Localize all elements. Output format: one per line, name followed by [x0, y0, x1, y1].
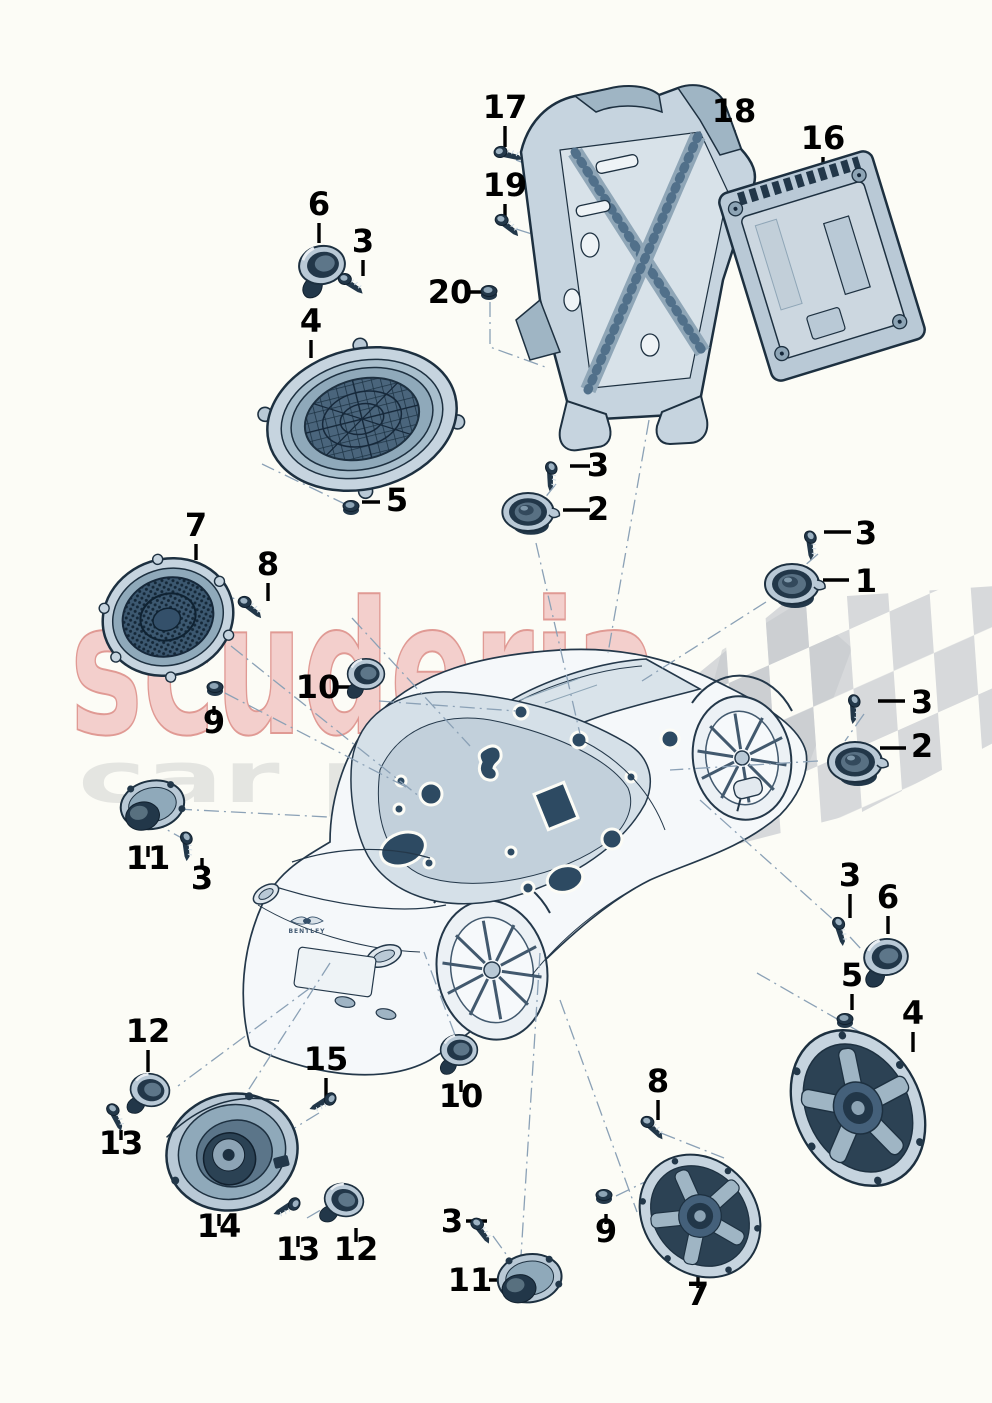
license-plate-area	[293, 946, 377, 998]
badge-text: BENTLEY	[288, 928, 325, 935]
part-17-screw	[492, 141, 523, 167]
part-9-clip	[206, 681, 224, 697]
part-3-screw	[824, 914, 857, 947]
part-callout-10: 10	[439, 1077, 484, 1115]
part-callout-3: 3	[352, 222, 374, 260]
leader-line	[669, 760, 819, 771]
leader-line	[844, 713, 865, 742]
leader-line	[224, 692, 409, 789]
part-6-tweeter-right	[860, 935, 912, 990]
part-callout-2: 2	[911, 727, 933, 765]
leader-line	[492, 1235, 512, 1262]
part-4-door-speaker-right	[763, 1005, 953, 1211]
taillight-left	[252, 883, 280, 905]
leader-line	[756, 972, 873, 1040]
leader-line	[230, 645, 421, 798]
part-callout-15: 15	[304, 1040, 349, 1078]
part-callout-19: 19	[483, 166, 528, 204]
part-callout-3: 3	[441, 1202, 463, 1240]
part-callout-11: 11	[126, 839, 171, 877]
leader-line	[543, 483, 557, 500]
part-10-tweeter-bottom	[439, 1033, 479, 1076]
part-callout-13: 13	[99, 1124, 144, 1162]
part-callout-13: 13	[276, 1230, 321, 1268]
part-19-screw	[492, 212, 522, 237]
bentley-badge: BENTLEY	[288, 916, 325, 935]
part-callout-6: 6	[877, 878, 899, 916]
part-callout-1: 1	[855, 562, 877, 600]
car-illustration: BENTLEY	[242, 648, 808, 1076]
leader-line	[802, 553, 819, 568]
leader-line	[535, 542, 581, 735]
part-callout-7: 7	[687, 1275, 709, 1313]
leader-line	[261, 463, 348, 506]
part-3-screw	[795, 528, 827, 561]
leader-line	[607, 419, 650, 654]
part-callout-16: 16	[801, 119, 846, 157]
part-4-door-speaker-left	[244, 317, 479, 521]
leader-line	[274, 1112, 320, 1141]
rear-wheel	[435, 899, 549, 1041]
part-callout-7: 7	[185, 506, 207, 544]
leader-line	[378, 700, 517, 712]
part-callout-18: 18	[712, 92, 757, 130]
part-13-screw	[273, 1191, 303, 1224]
part-callout-5: 5	[841, 956, 863, 994]
part-16-amplifier	[718, 150, 926, 382]
part-callout-5: 5	[386, 481, 408, 519]
part-6-tweeter-left	[294, 240, 352, 301]
part-callout-3: 3	[855, 514, 877, 552]
leader-line	[177, 987, 311, 1087]
leader-line	[641, 601, 767, 682]
part-14-subwoofer	[152, 1078, 312, 1226]
part-5-clip	[342, 500, 360, 516]
part-18-mounting-bracket	[515, 84, 757, 452]
speaker-position-markers	[379, 703, 681, 896]
part-callout-2: 2	[587, 490, 609, 528]
part-callout-4: 4	[300, 302, 322, 340]
leader-line	[241, 962, 331, 1101]
part-20-nut	[480, 285, 498, 301]
part-callout-17: 17	[483, 88, 528, 126]
leader-line	[660, 1132, 725, 1159]
part-12-tweeter-right	[316, 1177, 369, 1232]
leader-line	[699, 799, 839, 925]
parts-layer	[83, 84, 953, 1308]
part-callout-14: 14	[197, 1207, 242, 1245]
part-callout-8: 8	[257, 545, 279, 583]
part-callout-4: 4	[902, 994, 924, 1032]
part-callout-20: 20	[428, 273, 473, 311]
part-9-clip	[595, 1189, 613, 1205]
part-callout-6: 6	[308, 185, 330, 223]
leader-line	[849, 936, 863, 951]
part-callout-12: 12	[334, 1230, 379, 1268]
part-5-clip	[836, 1013, 854, 1029]
part-callout-3: 3	[839, 856, 861, 894]
part-2-tweeter-top	[501, 492, 561, 536]
side-mirror	[733, 776, 763, 812]
part-callout-9: 9	[595, 1212, 617, 1250]
part-11-speaker-bottom	[493, 1248, 566, 1308]
leader-line	[559, 999, 638, 1213]
part-callout-3: 3	[587, 446, 609, 484]
part-callout-3: 3	[911, 683, 933, 721]
part-callout-10: 10	[296, 668, 341, 706]
part-callout-9: 9	[203, 703, 225, 741]
leader-line	[520, 952, 541, 1257]
part-3-screw	[336, 272, 365, 295]
part-3-screw	[536, 459, 567, 492]
leader-line	[489, 302, 549, 369]
part-callout-8: 8	[647, 1062, 669, 1100]
part-12-tweeter-left	[124, 1069, 174, 1121]
leader-line	[176, 808, 329, 818]
part-callout-3: 3	[191, 859, 213, 897]
part-8-screw	[637, 1114, 668, 1140]
leader-line	[351, 617, 471, 747]
part-callout-12: 12	[126, 1012, 171, 1050]
leader-line	[423, 951, 456, 1036]
part-callout-11: 11	[448, 1261, 493, 1299]
part-15-screw	[309, 1086, 339, 1119]
